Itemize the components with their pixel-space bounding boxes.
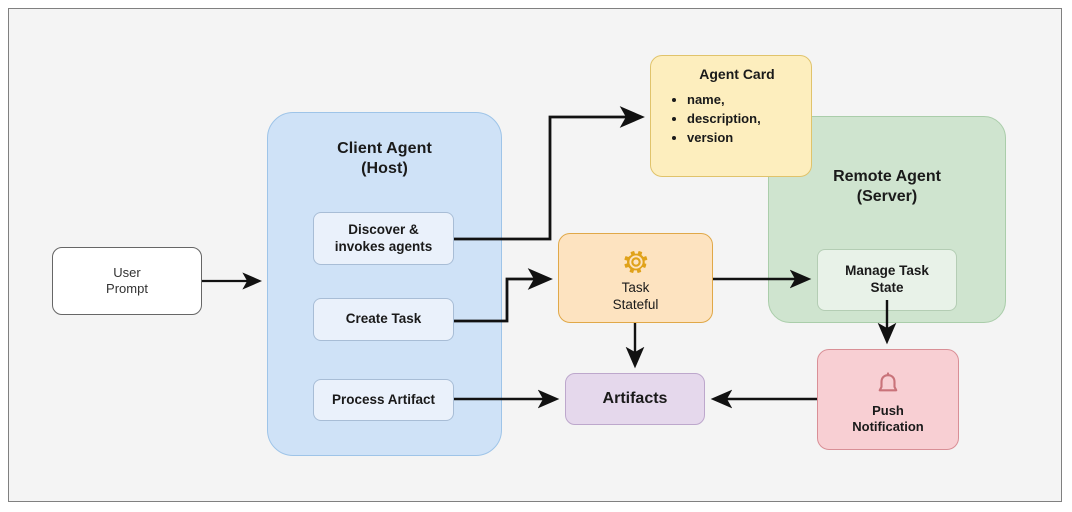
push-notification-line1: Push bbox=[872, 402, 904, 418]
discover-line2: invokes agents bbox=[334, 238, 433, 254]
client-agent-title-line2: (Host) bbox=[361, 159, 408, 177]
remote-agent-title: Remote Agent (Server) bbox=[833, 167, 941, 206]
manage-task-line2: State bbox=[870, 280, 904, 295]
user-prompt-box[interactable]: User Prompt bbox=[52, 247, 202, 315]
task-stateful-line2: Stateful bbox=[612, 296, 659, 312]
agent-card-bullet-name: name, bbox=[687, 91, 761, 110]
artifacts-label: Artifacts bbox=[602, 390, 668, 408]
client-agent-title: Client Agent (Host) bbox=[337, 139, 432, 178]
task-stateful-box[interactable]: Task Stateful bbox=[558, 233, 713, 323]
push-notification-label: Push Notification bbox=[852, 403, 924, 435]
artifacts-box[interactable]: Artifacts bbox=[565, 373, 705, 425]
discover-line1: Discover & bbox=[348, 221, 419, 237]
agent-card-box[interactable]: Agent Card name, description, version bbox=[650, 55, 812, 177]
agent-card-bullet-list: name, description, version bbox=[667, 91, 761, 148]
create-task-label: Create Task bbox=[345, 311, 422, 327]
manage-task-line1: Manage Task bbox=[845, 263, 929, 279]
create-task-box[interactable]: Create Task bbox=[313, 298, 454, 341]
remote-agent-title-line2: (Server) bbox=[856, 187, 918, 205]
discover-invokes-agents-box[interactable]: Discover & invokes agents bbox=[313, 212, 454, 265]
user-prompt-line2: Prompt bbox=[106, 281, 148, 296]
task-stateful-label: Task Stateful bbox=[613, 280, 659, 313]
discover-invokes-agents-label: Discover & invokes agents bbox=[335, 222, 433, 256]
task-stateful-line1: Task bbox=[621, 280, 650, 296]
gear-icon bbox=[621, 247, 651, 277]
bell-icon bbox=[873, 371, 903, 401]
push-notification-line2: Notification bbox=[852, 418, 924, 434]
agent-card-bullet-version: version bbox=[687, 129, 761, 148]
process-artifact-label: Process Artifact bbox=[331, 391, 436, 407]
manage-task-state-box[interactable]: Manage Task State bbox=[817, 249, 957, 311]
user-prompt-line1: User bbox=[113, 265, 141, 281]
push-notification-box[interactable]: Push Notification bbox=[817, 349, 959, 450]
manage-task-state-label: Manage Task State bbox=[845, 263, 929, 297]
remote-agent-title-line1: Remote Agent bbox=[833, 168, 941, 185]
user-prompt-label: User Prompt bbox=[106, 265, 148, 297]
agent-card-bullet-description: description, bbox=[687, 110, 761, 129]
client-agent-title-line1: Client Agent bbox=[337, 140, 432, 157]
process-artifact-box[interactable]: Process Artifact bbox=[313, 379, 454, 421]
agent-card-title: Agent Card bbox=[699, 66, 775, 82]
